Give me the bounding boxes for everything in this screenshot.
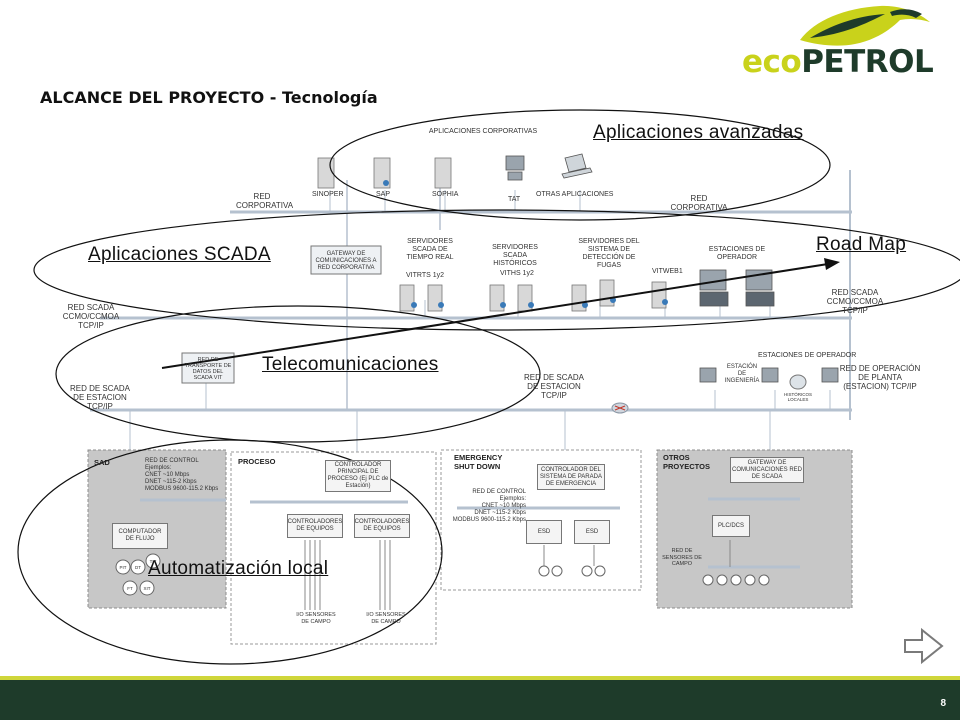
database-icon xyxy=(789,374,807,390)
proceso-label: PROCESO xyxy=(238,457,276,466)
io-sensors-label-2: I/O SENSORES DE CAMPO xyxy=(366,612,406,625)
esd-control-net: RED DE CONTROL Ejemplos: CNET ~10 Mbps D… xyxy=(452,489,526,523)
sad-label: SAD xyxy=(94,458,110,467)
instrument-ft-label: FT xyxy=(127,586,133,591)
server-label-sinoper: SINOPER xyxy=(312,191,344,198)
instrument-tit xyxy=(145,553,161,569)
realtime-servers-label: SERVIDORES SCADA DE TIEMPO REAL xyxy=(406,238,454,261)
scada-apps-label: Aplicaciones SCADA xyxy=(88,244,271,265)
historic-servers-label: SERVIDORES SCADA HISTÓRICOS xyxy=(492,244,538,267)
otros-label: OTROS PROYECTOS xyxy=(663,453,710,471)
telecom-ellipse xyxy=(55,305,541,443)
scada-network-label-left: RED SCADA CCMO/CCMOA TCP/IP xyxy=(62,303,120,330)
historic-local-label: HISTÓRICOS LOCALES xyxy=(783,392,812,402)
local-automation-label: Automatización local xyxy=(148,558,329,579)
equipment-controllers-box-2: CONTROLADORES DE EQUIPOS xyxy=(354,514,410,538)
historic-servers-sub: VITHS 1y2 xyxy=(500,270,534,277)
esd-label: EMERGENCY SHUT DOWN xyxy=(454,453,503,471)
plc-dcs-box: PLC/DCS xyxy=(712,515,750,537)
local-ellipse xyxy=(17,439,443,665)
road-map-label: Road Map xyxy=(816,234,907,255)
iguana-icon xyxy=(800,5,930,46)
road-map-arrow xyxy=(161,263,829,369)
corporate-network-label-right: RED CORPORATIVA xyxy=(670,194,728,212)
leak-servers-label: SERVIDORES DEL SISTEMA DE DETECCIÓN DE F… xyxy=(578,238,640,269)
flow-computer-box: COMPUTADOR DE FLUJO xyxy=(112,523,168,549)
gateway-corporate-box: GATEWAY DE COMUNICACIONES A RED CORPORAT… xyxy=(315,251,377,271)
plant-network-label: RED DE OPERACIÓN DE PLANTA (ESTACION) TC… xyxy=(839,364,921,391)
scada-gateway-box: GATEWAY DE COMUNICACIONES RED DE SCADA xyxy=(730,457,804,483)
instrument-xit-label: XIT xyxy=(143,586,151,591)
main-controller-box: CONTROLADOR PRINCIPAL DE PROCESO (Ej PLC… xyxy=(325,460,391,492)
sad-control-net: RED DE CONTROL Ejemplos: CNET ~10 Mbps D… xyxy=(145,458,219,492)
esd-box-1: ESD xyxy=(526,520,562,544)
scada-network-label-right: RED SCADA CCMO/CCMOA TCP/IP xyxy=(826,288,884,315)
advanced-apps-label: Aplicaciones avanzadas xyxy=(593,122,804,143)
server-label-otras: OTRAS APLICACIONES xyxy=(536,191,614,198)
server-icon xyxy=(317,157,667,312)
realtime-servers-sub: VITRTS 1y2 xyxy=(406,272,444,279)
telecom-label: Telecomunicaciones xyxy=(262,354,439,375)
operator-stations-label: ESTACIONES DE OPERADOR xyxy=(708,246,766,261)
footer-accent-bar xyxy=(0,676,960,681)
instrument-pit xyxy=(115,559,131,575)
instrument-ft xyxy=(122,580,138,596)
operator-stations-local-label: ESTACIONES DE OPERADOR xyxy=(758,352,857,359)
vitweb-label: VITWEB1 xyxy=(652,268,683,275)
page-title: ALCANCE DEL PROYECTO - Tecnología xyxy=(40,88,378,107)
footer-bar xyxy=(0,680,960,720)
station-network-label-center: RED DE SCADA DE ESTACION TCP/IP xyxy=(523,373,584,400)
corporate-network-label-left: RED CORPORATIVA xyxy=(236,192,294,210)
workstation-icon xyxy=(505,155,839,383)
laptop-icon xyxy=(561,153,593,179)
server-label-sap: SAP xyxy=(376,191,391,198)
instrument-pit-label: PIT xyxy=(119,565,127,570)
equipment-controllers-box-1: CONTROLADORES DE EQUIPOS xyxy=(287,514,343,538)
advanced-ellipse xyxy=(329,109,831,221)
next-arrow-icon xyxy=(904,627,944,665)
corporate-apps-heading: APLICACIONES CORPORATIVAS xyxy=(428,128,538,135)
station-network-label-left: RED DE SCADA DE ESTACION TCP/IP xyxy=(69,384,130,411)
io-sensors-label-1: I/O SENSORES DE CAMPO xyxy=(296,612,336,625)
instrument-xit xyxy=(139,580,155,596)
server-label-sophia: SOPHIA xyxy=(432,191,459,198)
logo-text: ecoPETROL xyxy=(742,44,934,80)
instrument-dt-label: DT xyxy=(135,565,141,570)
instrument-tit-label: TIT xyxy=(149,559,157,564)
ecopetrol-logo xyxy=(740,0,940,90)
page-number: 8 xyxy=(940,698,946,709)
esd-controller-box: CONTROLADOR DEL SISTEMA DE PARADA DE EME… xyxy=(537,464,605,490)
field-sensors-label: RED DE SENSORES DE CAMPO xyxy=(662,548,702,567)
server-label-tat: TAT xyxy=(508,196,521,203)
scada-ellipse xyxy=(33,209,960,331)
esd-box-2: ESD xyxy=(574,520,610,544)
engineering-station-label: ESTACIÓN DE INGENIERÍA xyxy=(724,364,760,384)
instrument-dt xyxy=(130,559,146,575)
transport-box: RED DE TRANSPORTE DE DATOS DEL SCADA VIT xyxy=(184,357,232,381)
